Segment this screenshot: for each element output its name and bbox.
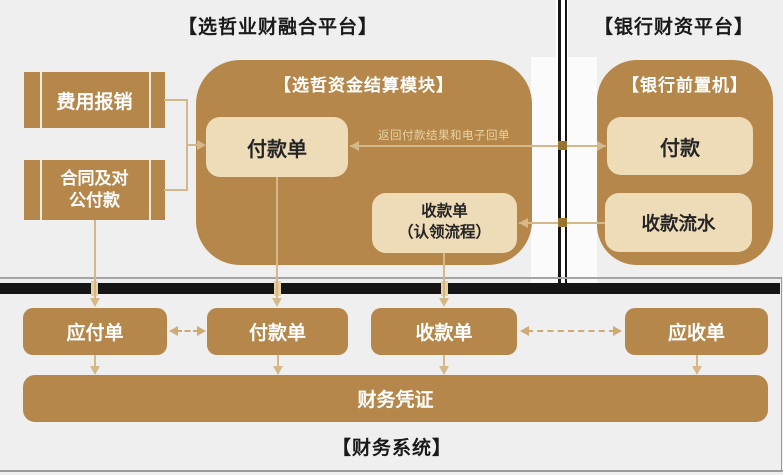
separator-horizontal-band [0, 283, 780, 294]
arrowhead-dash1-left [169, 326, 178, 336]
frame-right-line [780, 277, 782, 472]
arrowhead-receipt-left [519, 218, 528, 228]
box-expense-label: 费用报销 [56, 91, 133, 113]
box-finance-receipt-order: 收款单 [371, 308, 517, 355]
drop-contract-to-payable [93, 220, 96, 300]
connector-contract-h [164, 189, 187, 191]
box-payment-order-label: 付款单 [247, 138, 307, 161]
arrowhead-return-left [350, 141, 359, 151]
arrowhead-dash1-right [197, 326, 206, 336]
arrowhead-payment-top [272, 298, 282, 307]
dashed-receipt-receivable [527, 330, 615, 332]
box-finance-receipt-order-label: 收款单 [415, 323, 473, 344]
dashed-payable-payment [176, 330, 199, 332]
label-return-result: 返回付款结果和电子回单 [378, 130, 510, 142]
box-bank-receipt-flow-label: 收款流水 [641, 212, 716, 234]
arrowhead-voucher-1 [90, 366, 100, 375]
frame-bottom-line [0, 470, 783, 472]
connector-expense-h [164, 99, 187, 101]
arrowhead-dash2-right [613, 326, 622, 336]
drop-payment-to-payment [276, 177, 278, 300]
box-receipt-order-claim: 收款单 （认领流程） [372, 193, 517, 253]
box-bank-payment-label: 付款 [660, 137, 700, 160]
box-finance-voucher-label: 财务凭证 [357, 390, 434, 411]
box-contract-label: 合同及对公付款 [60, 168, 129, 210]
connector-into-payment [186, 144, 198, 146]
box-expense-reimbursement: 费用报销 [24, 72, 165, 128]
bridge-receipt-crossing [558, 218, 567, 227]
box-payable-order: 应付单 [23, 308, 167, 355]
box-payment-order: 付款单 [206, 117, 348, 177]
arrowhead-payable-top [89, 298, 100, 307]
arrowhead-return-right [597, 141, 606, 151]
arrowhead-into-payment [197, 140, 206, 150]
box-finance-payment-order: 付款单 [207, 308, 348, 355]
title-bank-platform: 【银行财资平台】 [593, 17, 754, 38]
drop-payment-voucher [276, 355, 279, 368]
arrowhead-receipt-top [439, 298, 449, 307]
arrowhead-voucher-3 [439, 366, 449, 375]
title-business-platform: 【选哲业财融合平台】 [177, 17, 378, 38]
separator-horizontal-thin [0, 277, 781, 279]
drop-receivable-voucher [695, 355, 698, 368]
white-strip-left [531, 57, 558, 294]
title-finance-system: 【财务系统】 [331, 438, 452, 459]
box-finance-voucher: 财务凭证 [23, 375, 768, 422]
drop-payable-voucher [94, 355, 96, 368]
box-payable-order-label: 应付单 [66, 323, 124, 344]
box-receivable-order-label: 应收单 [667, 323, 725, 344]
drop-receipt-to-receipt [443, 253, 445, 300]
module-settlement-title: 【选哲资金结算模块】 [274, 76, 454, 95]
arrowhead-voucher-2 [272, 366, 283, 375]
box-finance-payment-order-label: 付款单 [248, 323, 306, 344]
box-bank-payment: 付款 [607, 117, 753, 175]
box-receivable-order: 应收单 [625, 308, 768, 355]
box-bank-receipt-flow: 收款流水 [605, 193, 752, 252]
white-strip-right [567, 57, 597, 294]
connector-return-result [350, 145, 606, 147]
box-receipt-order-line2: （认领流程） [397, 224, 491, 241]
drop-receipt-voucher [443, 355, 445, 368]
arrowhead-voucher-4 [691, 366, 702, 375]
module-bank-frontend-title: 【银行前置机】 [622, 76, 748, 95]
box-receipt-order-line1: 收款单 [421, 203, 468, 221]
box-contract-payment: 合同及对公付款 [24, 160, 165, 220]
bridge-return-crossing [558, 141, 567, 150]
arrowhead-dash2-left [520, 326, 529, 336]
